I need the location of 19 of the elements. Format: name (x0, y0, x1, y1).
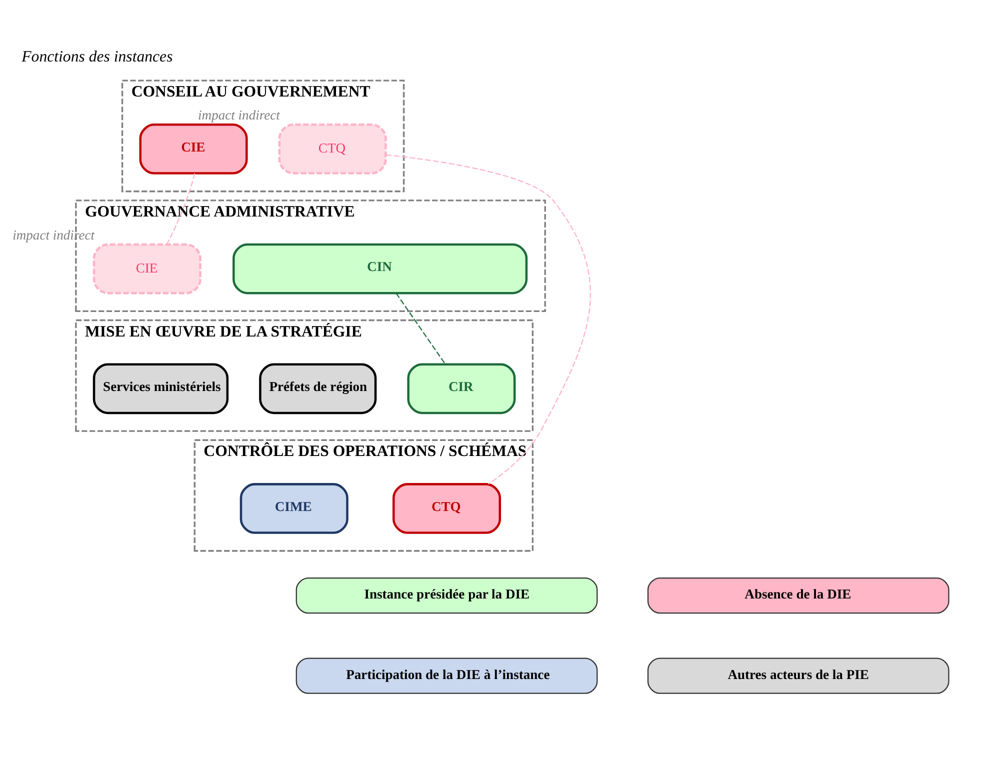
node-box: CIE (92, 243, 202, 294)
diagram-title: Fonctions des instances (22, 48, 173, 66)
node-box: CIME (240, 483, 348, 534)
node-label: impact indirect (198, 108, 280, 123)
legend-label: Participation de la DIE à l’instance (346, 666, 550, 682)
node-box: CIE (139, 124, 248, 174)
node-box: CIR (407, 363, 516, 414)
connector (386, 154, 591, 485)
node-box: CTQ (278, 124, 387, 174)
node-box: CTQ (392, 483, 502, 534)
node-box: Préfets de région (259, 363, 377, 414)
connector (396, 292, 446, 365)
legend-label: Autres acteurs de la PIE (728, 666, 869, 682)
legend-label: Absence de la DIE (744, 586, 852, 602)
node-box: Services ministériels (92, 363, 229, 414)
connector (166, 173, 196, 245)
node-box: CIN (232, 243, 528, 294)
legend-label: Instance présidée par la DIE (364, 586, 530, 602)
node-label: impact indirect (12, 228, 95, 243)
